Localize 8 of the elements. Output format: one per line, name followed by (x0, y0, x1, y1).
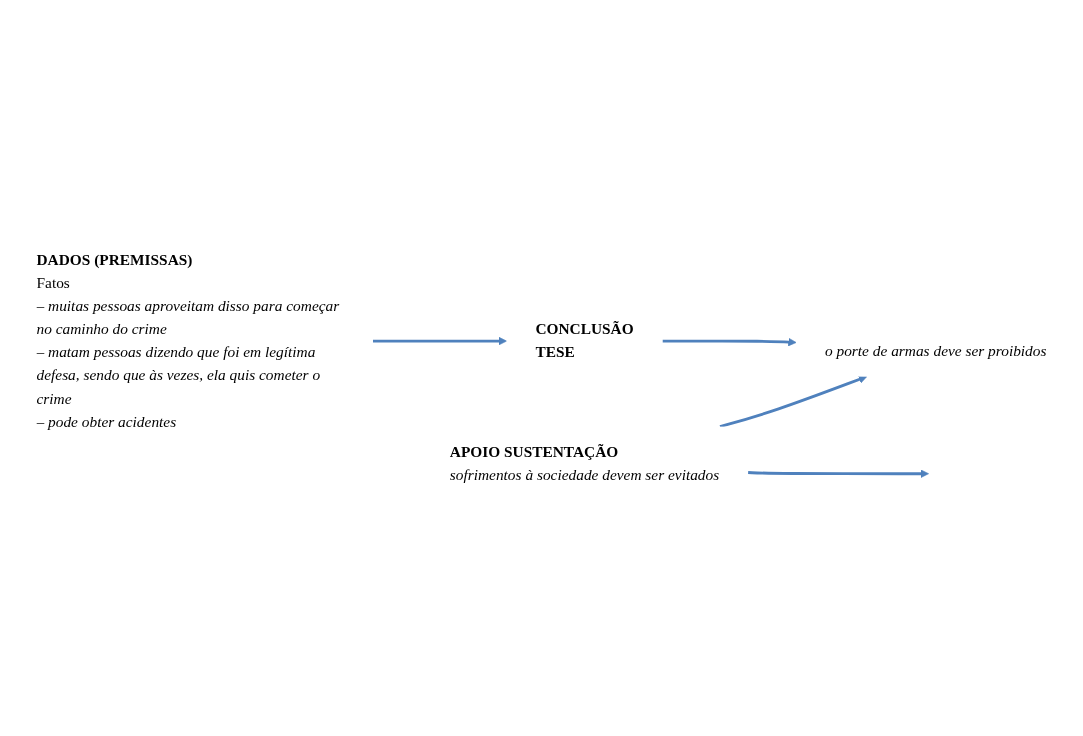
arrow (372, 336, 507, 346)
node-text: CONCLUSÃO TESE (535, 320, 634, 361)
arrow (719, 375, 868, 428)
node-text: APOIO SUSTENTAÇÃO sofrimentos à sociedade devem ser evitados (449, 443, 720, 484)
arrow (748, 469, 929, 478)
arrow (662, 337, 797, 347)
node-text: o porte de armas deve ser proibidos (824, 342, 1047, 359)
node-text: DADOS (PREMISSAS) Fatos – muitas pessoas aproveitam disso para começar no caminho do crime – matam pessoas dizendo que foi em legítima defesa, sendo que às vezes, ela quis cometer o crime – pode obter acidentes (36, 251, 340, 430)
